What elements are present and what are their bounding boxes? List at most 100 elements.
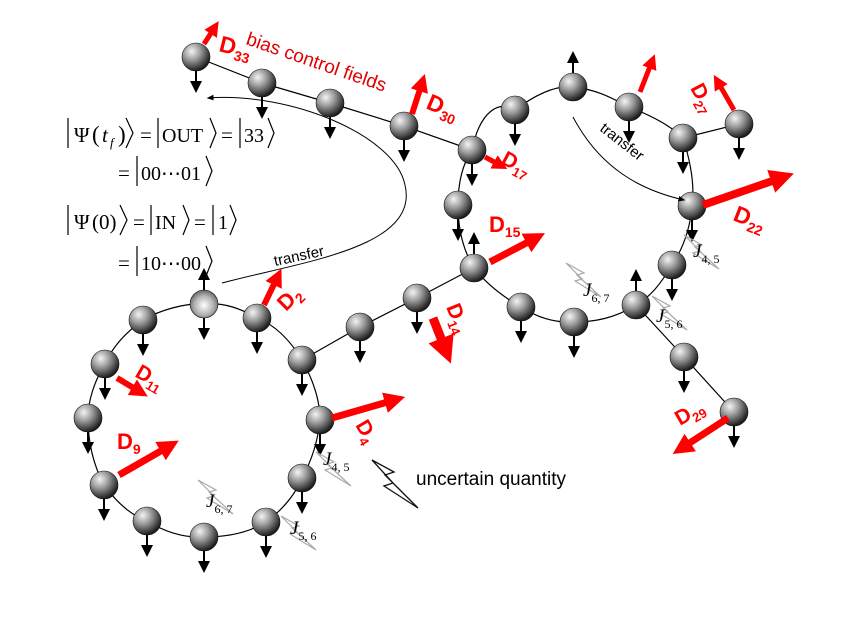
control-label-sub: 11 [143,378,162,398]
svg-text:(: ( [92,122,100,147]
control-label: D22 [729,200,770,239]
control-label-sub: 9 [133,441,141,457]
coupling-label-main: J [693,241,703,262]
control-label: D27 [683,80,720,118]
coupling-label-main: J [206,491,216,512]
svg-text:=: = [140,123,152,147]
transfer-curve-right [572,116,686,202]
control-label: D9 [117,429,141,457]
control-field-arrow-icon [115,375,148,397]
svg-text:t: t [102,123,109,147]
coupling-label: J4, 5 [693,241,719,266]
spin-node-sphere-icon [459,253,489,283]
transfer-curve-left [206,94,407,284]
control-field-arrow-icon [672,415,730,455]
spin-node-sphere-icon [247,68,277,98]
coupling-label-sub: 4, 5 [701,252,719,266]
control-label: D14 [439,300,474,338]
control-label-sub: 15 [505,224,521,240]
control-label-sub: 17 [510,164,530,184]
equation-initial-basis: = 10⋯00 [118,245,213,277]
control-label-sub: 27 [690,98,710,118]
uncertain-quantity-label: uncertain quantity [416,469,566,490]
svg-text:00⋯01: 00⋯01 [141,163,201,185]
lightning-bolt-icon [371,459,419,509]
control-field-arrow-icon [428,316,454,364]
control-label: D15 [489,212,521,240]
transfer-label-left: transfer [272,243,325,270]
spin-node-sphere-icon [457,135,487,165]
transfer-label-right: transfer [597,120,648,165]
spin-node-sphere-icon [657,250,687,280]
spin-node-sphere-icon [315,88,345,118]
control-label: D29 [671,396,710,433]
coupling-label: J6, 7 [206,491,232,516]
control-label-sub: 14 [444,318,464,338]
control-label: D2 [272,281,309,318]
coupling-label-main: J [290,518,300,539]
spin-node-sphere-icon [677,191,707,221]
spin-node-sphere-icon [669,342,699,372]
spin-node-sphere-icon [132,506,162,536]
lightning-bolt-icon [565,262,602,298]
control-field-arrow-icon [713,74,737,112]
control-label: D30 [422,89,463,128]
svg-text:f: f [110,135,116,150]
coupling-label-sub: 6, 7 [214,502,232,516]
spin-node-sphere-icon [345,312,375,342]
coupling-label-sub: 5, 6 [664,317,682,331]
spin-node-sphere-icon [614,92,644,122]
coupling-labels: J4, 5J6, 7J5, 6J4, 5J6, 7J5, 6 [206,241,719,543]
lightning-bolt-icon [651,295,688,331]
psi-symbol: Ψ [74,123,90,147]
svg-text:=: = [133,210,145,234]
spin-node-sphere-icon [89,470,119,500]
coupling-label: J5, 6 [290,518,316,543]
spin-node-sphere-icon [500,95,530,125]
coupling-label: J4, 5 [323,449,349,474]
svg-text:IN: IN [155,212,176,234]
control-field-arrow-icon [637,54,657,93]
spin-node-sphere-icon [189,289,219,319]
svg-text:1: 1 [218,212,228,234]
spin-node-sphere-icon [402,283,432,313]
spin-node-sphere-icon [128,305,158,335]
lightning-bolt-icon [197,479,234,515]
spin-node-sphere-icon [621,290,651,320]
control-label-sub: 33 [232,47,251,66]
svg-text:10⋯00: 10⋯00 [141,253,201,275]
control-label: D33 [216,31,254,67]
uncertainty-bolts [197,234,720,551]
spin-node-sphere-icon [73,403,103,433]
control-field-arrow-icon [483,154,508,169]
spin-node-sphere-icon [668,123,698,153]
svg-text:=: = [221,123,233,147]
coupling-label-sub: 6, 7 [591,291,609,305]
svg-text:): ) [118,122,126,147]
control-field-arrow-icon [409,74,428,115]
control-field-arrow-icon [701,170,794,209]
spin-node-sphere-icon [559,307,589,337]
ring-arc [87,303,321,538]
spin-arrows [82,51,745,573]
spin-node-sphere-icon [724,109,754,139]
spin-node-sphere-icon [242,303,272,333]
lightning-bolt-icon [280,515,317,551]
spin-node-sphere-icon [506,292,536,322]
spin-node-sphere-icon [305,405,335,435]
control-label: D17 [496,147,534,184]
svg-text:=: = [194,210,206,234]
control-field-arrow-icon [261,268,282,307]
equation-initial-state: Ψ (0) = IN = 1 [67,204,237,236]
control-field-arrow-icon [201,21,219,46]
control-label-main: D [217,31,239,60]
control-field-arrows [115,21,794,479]
control-label-sub: 29 [690,405,710,425]
spin-nodes [73,42,754,552]
control-label-main: D [117,429,133,454]
spin-node-sphere-icon [287,345,317,375]
coupling-label-main: J [656,306,666,327]
